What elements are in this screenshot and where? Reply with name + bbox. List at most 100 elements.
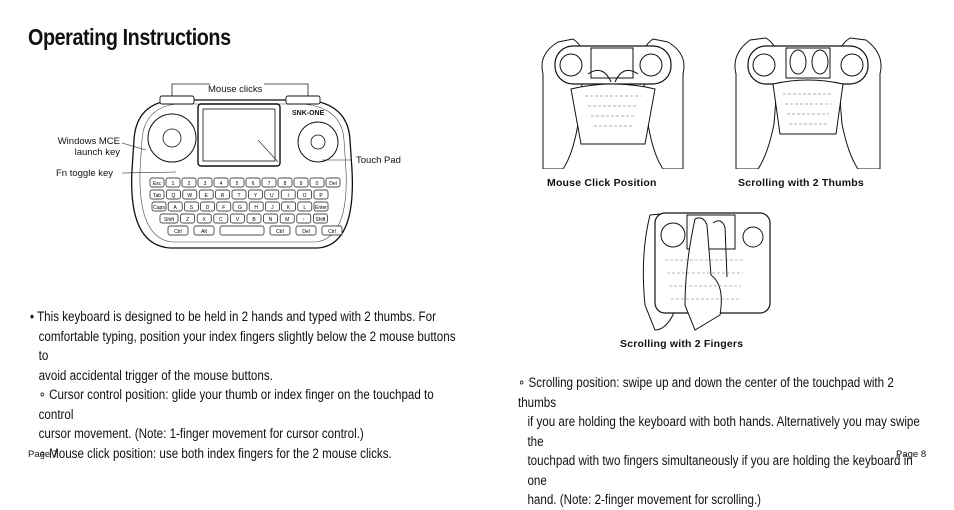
keyboard-key (281, 201, 296, 212)
keyboard-key-label: U (270, 193, 274, 199)
callout-label: Windows MCE (57, 136, 120, 147)
keyboard-key-label: M (285, 217, 289, 223)
keyboard-key-label: F (222, 205, 225, 211)
keyboard-key (296, 213, 312, 224)
keyboard-key-label: P (319, 193, 323, 199)
illustration-scroll-fingers (642, 212, 771, 331)
keyboard-key-label: 6 (252, 181, 255, 187)
keyboard-key-label: Esc (153, 181, 162, 187)
keyboard-key (265, 201, 280, 212)
text-line: hand. (Note: 2-finger movement for scrol… (527, 492, 762, 507)
keyboard-key (321, 225, 343, 236)
keyboard-key (230, 213, 245, 224)
keyboard-key (297, 189, 312, 200)
keyboard-key (198, 189, 214, 200)
caption-scroll-fingers: Scrolling with 2 Fingers (620, 338, 744, 350)
keyboard-key-label: Ctrl (276, 229, 284, 235)
text-line: ∘ Scrolling position: swipe up and down … (518, 375, 894, 410)
keyboard-key-label: 7 (268, 181, 271, 187)
keyboard-key-label: N (269, 217, 273, 223)
keyboard-key-label: 3 (204, 181, 207, 187)
keyboard-key-label: Y (254, 193, 258, 199)
keyboard-key-label: K (287, 205, 291, 211)
caption-scroll-thumbs: Scrolling with 2 Thumbs (738, 177, 864, 189)
keyboard-key (246, 213, 262, 224)
text-line: ∘ Mouse click position: use both index f… (38, 445, 392, 461)
keyboard-key (313, 213, 328, 224)
text-line: if you are holding the keyboard with bot… (527, 414, 920, 449)
illustration-mouse-click (541, 38, 685, 169)
keyboard-key (213, 177, 229, 188)
keyboard-key-label: Ctrl (328, 229, 336, 235)
illustration-scroll-thumbs (734, 37, 882, 169)
text-line: ∘ Cursor control position: glide your th… (38, 387, 434, 422)
text-line: touchpad with two fingers simultaneously… (527, 453, 913, 488)
callout-fn-toggle: Fn toggle key (56, 168, 114, 179)
keyboard-key (325, 177, 341, 188)
keyboard-key-label: 8 (284, 181, 287, 187)
keyboard-key (184, 201, 199, 212)
keyboard-key-label: D (206, 205, 210, 211)
keyboard-key (297, 201, 313, 212)
keyboard-key (231, 189, 247, 200)
keyboard-key (295, 225, 317, 236)
keyboard-key (149, 177, 165, 188)
keyboard-key (219, 225, 265, 236)
text-line: • This keyboard is designed to be held i… (30, 309, 436, 324)
keyboard-key-label: Enter (315, 205, 327, 211)
keyboard-key-label: Del (302, 229, 310, 235)
keyboard-key-label: Ctrl (174, 229, 182, 235)
page-number-right: Page 8 (896, 449, 927, 460)
keyboard-key (293, 177, 309, 188)
callout-label: launch key (74, 147, 120, 158)
text-line: avoid accidental trigger of the mouse bu… (38, 367, 273, 383)
keyboard-key (277, 177, 293, 188)
keyboard-key-label: T (237, 193, 240, 199)
keyboard-key-label: J (271, 205, 274, 211)
keyboard-key (180, 213, 195, 224)
text-line: cursor movement. (Note: 1-finger movemen… (38, 426, 364, 441)
keyboard-key (197, 177, 213, 188)
keyboard-key-label: Q (171, 193, 175, 199)
keyboard-key-label: 4 (220, 181, 223, 187)
keyboard-key-label: 1 (172, 181, 175, 187)
keyboard-key-label: Alt (201, 229, 207, 235)
keyboard-key (264, 189, 280, 200)
keyboard-key-label: W (187, 193, 192, 199)
caption-mouse-click: Mouse Click Position (547, 177, 657, 189)
keyboard-key-label: C (219, 217, 223, 223)
callout-windows-mce: Windows MCE launch key (52, 136, 120, 158)
keyboard-key-label: G (238, 205, 242, 211)
keyboard-key (280, 189, 296, 200)
keyboard-key-label: Shift (164, 217, 175, 223)
brand-logo: SNK-ONE (292, 110, 325, 117)
keyboard-key-label: Del (329, 181, 337, 187)
keyboard-key-label: Caps (153, 205, 165, 211)
keyboard-key-label: V (236, 217, 240, 223)
keyboard-key-label: L (303, 205, 306, 211)
callout-touch-pad: Touch Pad (356, 155, 401, 166)
callout-label: Mouse clicks (208, 84, 263, 95)
keyboard-key (193, 225, 215, 236)
keyboard-key (149, 189, 165, 200)
keyboard-key (216, 201, 232, 212)
keyboard-key-label: 5 (236, 181, 239, 187)
keyboard-key-label: 0 (316, 181, 319, 187)
keyboard-key (182, 189, 198, 200)
keyboard-key (263, 213, 278, 224)
keyboard-key-label: B (252, 217, 256, 223)
keyboard-key (167, 201, 183, 212)
keyboard-key-label: E (205, 193, 209, 199)
text-line: comfortable typing, position your index … (38, 328, 456, 364)
keyboard-key (165, 177, 181, 188)
keyboard-key (269, 225, 291, 236)
callout-mouse-clicks: Mouse clicks (208, 79, 262, 97)
keyboard-key (248, 189, 263, 200)
keyboard-key (313, 189, 329, 200)
keyboard-key (309, 177, 325, 188)
keyboard-key (313, 201, 329, 212)
keyboard-key (167, 225, 189, 236)
page-title: Operating Instructions (28, 24, 231, 50)
keyboard-key-label: X (203, 217, 207, 223)
